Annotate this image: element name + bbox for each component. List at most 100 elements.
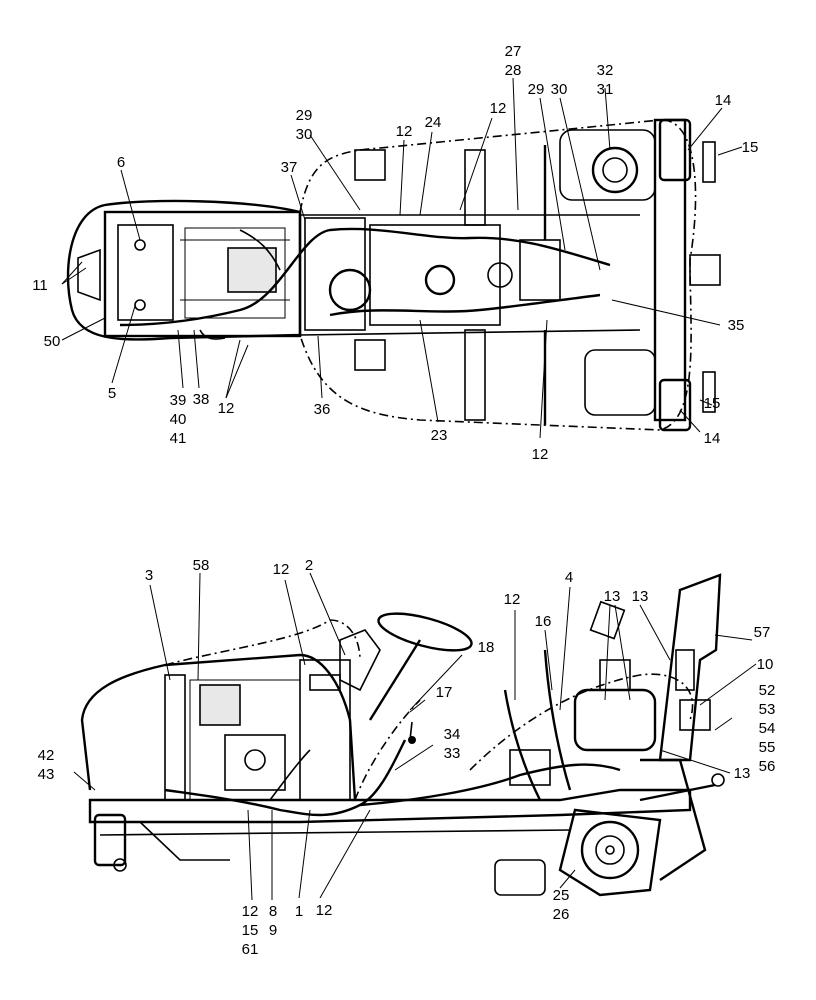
callout-top-15-a: 15 [742, 139, 759, 156]
side-front-bumper [93, 813, 127, 867]
callout-top-35: 35 [728, 317, 745, 334]
callout-top-12-b: 12 [396, 123, 413, 140]
callout-top-28: 28 [505, 62, 522, 79]
top-body-dashed-outline [299, 119, 697, 431]
callout-top-39: 39 [170, 392, 187, 409]
side-radiator [164, 674, 186, 801]
callout-top-15-b: 15 [704, 395, 721, 412]
side-dashboard-tower [299, 659, 351, 801]
callout-side-12-a: 12 [273, 561, 290, 578]
callout-side-12-c: 12 [242, 903, 259, 920]
side-view-callouts: 3 58 12 2 18 17 34 33 12 16 4 13 13 57 1… [38, 557, 776, 958]
callout-top-37: 37 [281, 159, 298, 176]
side-steering-wheel [377, 612, 473, 652]
callout-top-32: 32 [597, 62, 614, 79]
callout-top-14-b: 14 [704, 430, 721, 447]
callout-top-23: 23 [431, 427, 448, 444]
callout-side-61: 61 [242, 941, 259, 958]
side-transmission [494, 859, 546, 896]
callout-top-36: 36 [314, 401, 331, 418]
callout-side-16: 16 [535, 613, 552, 630]
callout-top-24: 24 [425, 114, 442, 131]
top-rear-wheel-left [658, 118, 692, 182]
side-wire-harness [164, 739, 621, 817]
side-hood-outline [80, 653, 357, 801]
callout-leader-lines [61, 77, 757, 901]
side-main-frame [88, 788, 692, 824]
callout-side-18: 18 [478, 639, 495, 656]
callout-side-15: 15 [242, 922, 259, 939]
callout-side-26: 26 [553, 906, 570, 923]
callout-top-41: 41 [170, 430, 187, 447]
top-engine-bay [103, 210, 302, 338]
top-bracket [519, 239, 561, 301]
callout-side-12-b: 12 [504, 591, 521, 608]
side-seat-back [658, 573, 722, 762]
callout-top-5: 5 [108, 385, 116, 402]
callout-side-12-d: 12 [316, 902, 333, 919]
top-wire-harness [119, 227, 611, 327]
top-hub-right [702, 371, 716, 413]
top-battery [227, 247, 277, 293]
side-steering-column [368, 639, 422, 721]
top-hitch [689, 254, 721, 286]
callout-top-12-a: 12 [218, 400, 235, 417]
side-battery [199, 684, 241, 726]
callout-side-13-b: 13 [632, 588, 649, 605]
callout-side-10: 10 [757, 656, 774, 673]
callout-side-56: 56 [759, 758, 776, 775]
callout-side-9: 9 [269, 922, 277, 939]
top-view-callouts: 6 11 50 5 39 40 41 38 12 36 37 29 30 12 … [32, 43, 758, 463]
top-hood-outline [66, 199, 302, 341]
top-fuel-area [304, 217, 366, 331]
callout-side-34: 34 [444, 726, 461, 743]
callout-top-29-a: 29 [296, 107, 313, 124]
callout-side-2: 2 [305, 557, 313, 574]
top-lever-post [464, 149, 486, 226]
top-fuel-cap [591, 146, 639, 194]
top-tank-right [584, 349, 656, 416]
callout-side-8: 8 [269, 903, 277, 920]
top-hub-left [702, 141, 716, 183]
callout-side-54: 54 [759, 720, 776, 737]
callout-side-58: 58 [193, 557, 210, 574]
callout-side-43: 43 [38, 766, 55, 783]
callout-side-13-c: 13 [734, 765, 751, 782]
side-rear-hub [580, 820, 640, 880]
callout-side-25: 25 [553, 887, 570, 904]
callout-side-3: 3 [145, 567, 153, 584]
callout-side-55: 55 [759, 739, 776, 756]
callout-top-12-d: 12 [532, 446, 549, 463]
callout-side-1: 1 [295, 903, 303, 920]
top-frame-rail-lower [299, 329, 641, 336]
callout-side-52: 52 [759, 682, 776, 699]
callout-side-42: 42 [38, 747, 55, 764]
callout-top-14-a: 14 [715, 92, 732, 109]
callout-top-27: 27 [505, 43, 522, 60]
top-view-drawing [66, 118, 721, 432]
side-body-dashed-outline [354, 673, 694, 801]
callout-top-11: 11 [32, 277, 48, 294]
callout-top-31: 31 [597, 81, 614, 98]
callout-top-38: 38 [193, 391, 210, 408]
callout-top-30-a: 30 [296, 126, 313, 143]
callout-top-12-c: 12 [490, 100, 507, 117]
side-view-drawing [80, 573, 725, 897]
callout-top-50: 50 [44, 333, 61, 350]
callout-top-6: 6 [117, 154, 125, 171]
callout-side-53: 53 [759, 701, 776, 718]
callout-side-4: 4 [565, 569, 573, 586]
callout-side-17: 17 [436, 684, 453, 701]
callout-top-29-b: 29 [528, 81, 545, 98]
side-hydraulic-block [679, 699, 711, 731]
top-rear-wheel-right [658, 378, 692, 432]
callout-side-57: 57 [754, 624, 771, 641]
callout-side-13-a: 13 [604, 588, 621, 605]
callout-top-30-b: 30 [551, 81, 568, 98]
callout-side-33: 33 [444, 745, 461, 762]
top-radiator [117, 224, 174, 321]
side-fuel-tank [573, 688, 657, 752]
callout-top-40: 40 [170, 411, 187, 428]
